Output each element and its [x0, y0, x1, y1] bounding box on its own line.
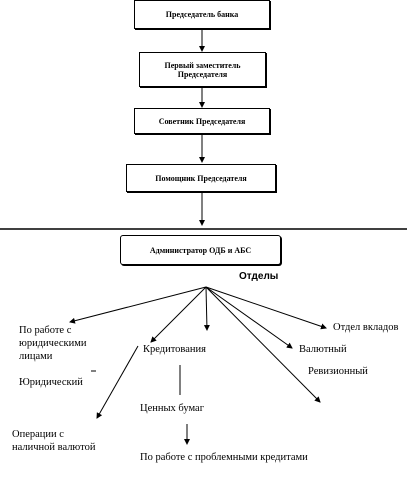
box-admin: Администратор ОДБ и АБС	[120, 235, 281, 265]
arrow-to-legal-work	[69, 286, 207, 324]
box-chairman: Председатель банка	[134, 0, 270, 29]
arrow-to-deposits	[205, 286, 327, 330]
dept-cash-ops: Операции с наличной валютой	[12, 429, 96, 453]
box-first-deputy-label: Первый заместитель Председателя	[164, 60, 241, 79]
box-chairman-label: Председатель банка	[165, 10, 239, 19]
dept-legal-work: По работе с юридическими лицами	[19, 325, 87, 362]
departments-heading: Отделы	[239, 271, 279, 282]
arrow-to-legal-dept	[150, 286, 207, 343]
dept-problem-loans: По работе с проблемными кредитами	[140, 452, 308, 463]
arrow-to-audit	[205, 286, 321, 403]
dept-legal: Юридический	[19, 377, 83, 388]
dept-currency: Валютный	[299, 344, 347, 355]
box-advisor-label: Советник Председателя	[158, 116, 246, 126]
arrow-to-credit	[203, 286, 210, 331]
arrow-to-cash-ops	[96, 345, 139, 419]
box-assistant-label: Помощник Председателя	[155, 173, 247, 183]
dept-credit: Кредитования	[143, 344, 206, 355]
box-admin-label: Администратор ОДБ и АБС	[149, 245, 252, 255]
dept-securities: Ценных бумаг	[140, 403, 205, 414]
arrow-to-currency	[205, 286, 293, 349]
dept-deposits: Отдел вкладов	[333, 322, 399, 333]
box-advisor: Советник Председателя	[134, 108, 270, 134]
box-first-deputy: Первый заместитель Председателя	[139, 52, 266, 87]
box-assistant: Помощник Председателя	[126, 164, 276, 192]
dept-audit: Ревизионный	[308, 366, 368, 377]
